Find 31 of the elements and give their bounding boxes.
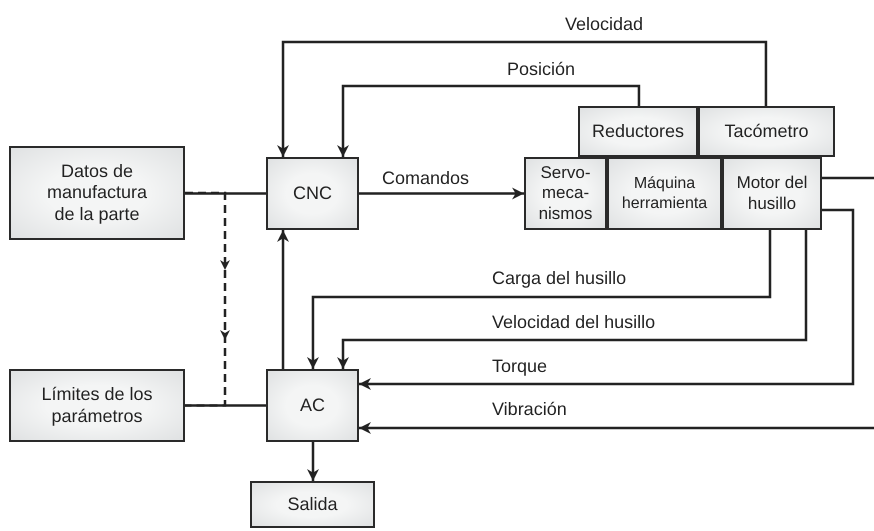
process-box [250, 481, 375, 528]
arrow [307, 440, 319, 481]
process-box [698, 106, 835, 157]
box-label: Motor del husillo [736, 173, 808, 214]
arrow [277, 40, 768, 157]
arrow [359, 422, 874, 434]
edge-label: Carga del husillo [490, 268, 628, 289]
process-box [9, 146, 185, 240]
arrow [337, 84, 640, 157]
box-label: CNC [293, 182, 332, 204]
box-label: Límites de los parámetros [40, 384, 154, 428]
box-label: AC [300, 394, 325, 416]
box-label: Máquina herramienta [620, 174, 708, 213]
box-label: Servo- meca- nismos [538, 162, 594, 224]
box-label: Salida [287, 494, 338, 516]
process-box [524, 157, 607, 230]
process-box [266, 369, 359, 442]
process-box [607, 157, 722, 230]
process-box [9, 369, 185, 442]
box-label: Datos de manufactura de la parte [46, 160, 148, 226]
arrow [185, 192, 230, 407]
process-box [722, 157, 822, 230]
process-box [578, 106, 698, 157]
connector-line [184, 192, 266, 195]
box-label: Reductores [592, 120, 684, 142]
connector-line [820, 176, 874, 180]
box-label: Tacómetro [724, 120, 809, 142]
arrow [359, 208, 854, 390]
process-box [266, 157, 359, 230]
arrow [277, 230, 290, 369]
arrow [359, 188, 524, 200]
